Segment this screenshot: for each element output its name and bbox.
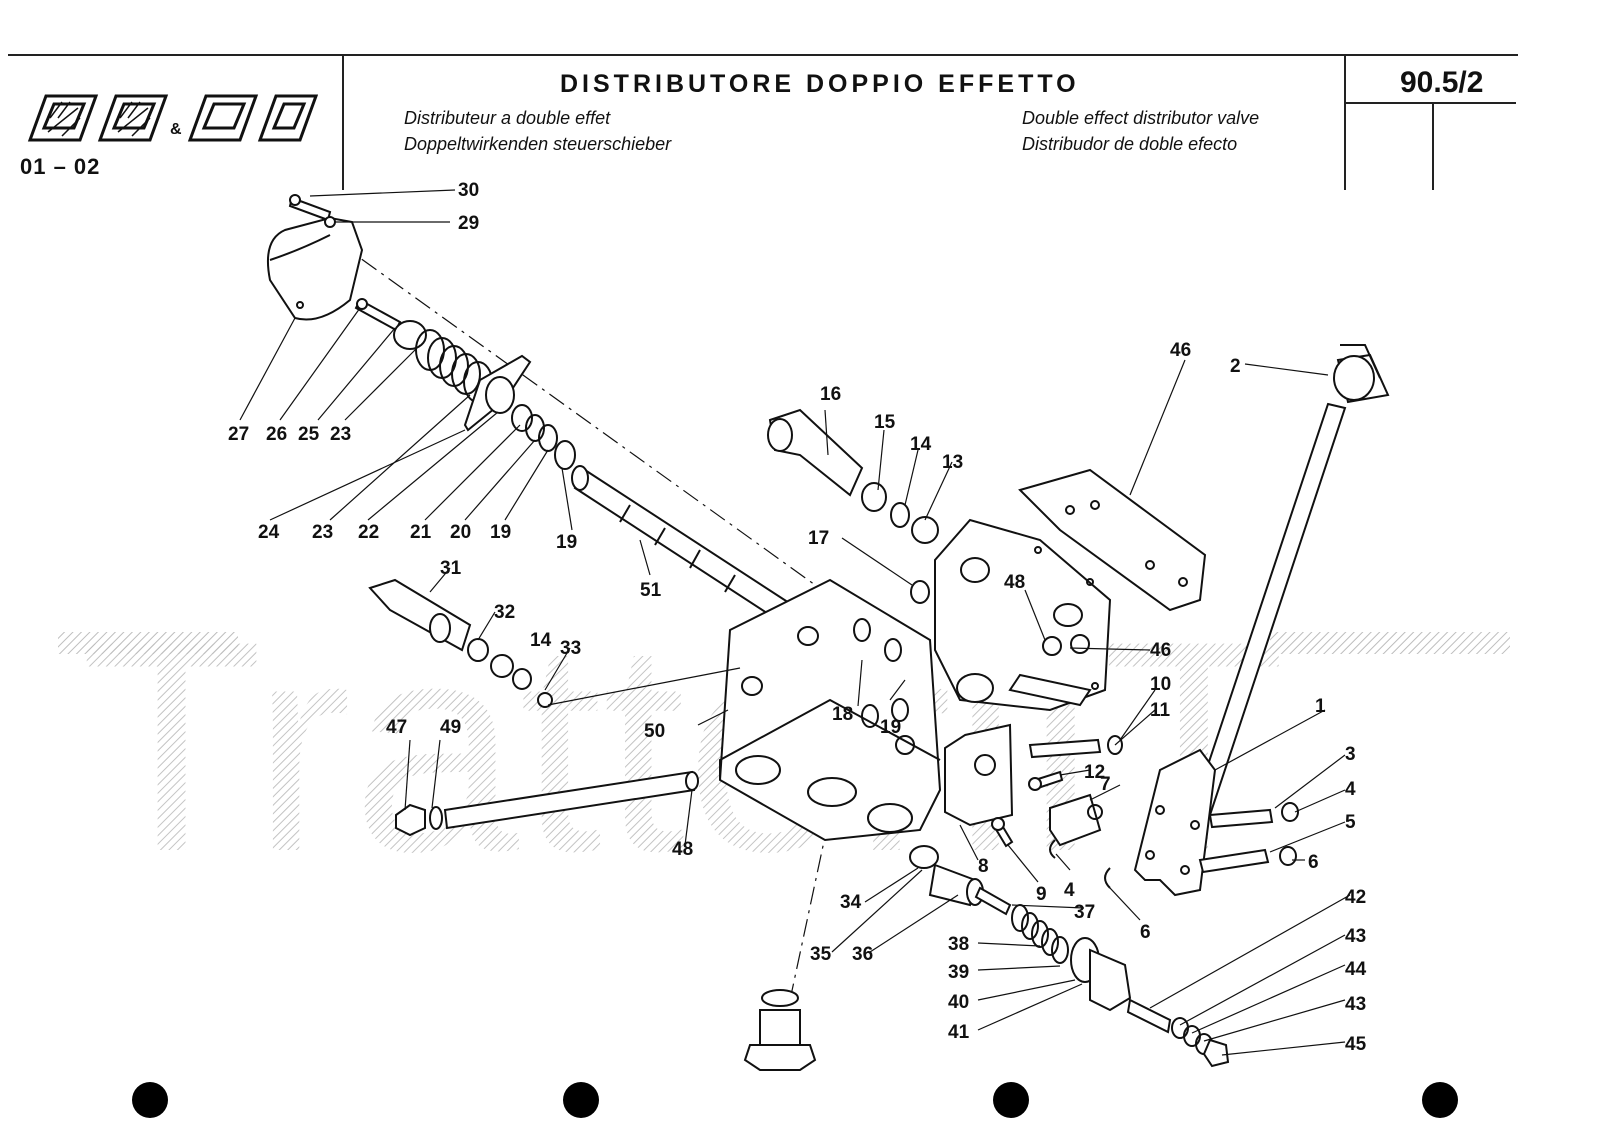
part-label: 48 <box>672 839 693 860</box>
part-label: 22 <box>358 522 379 543</box>
part-label: 49 <box>440 717 461 738</box>
part-label: 46 <box>1150 640 1171 661</box>
part-label: 21 <box>410 522 432 543</box>
part-label: 17 <box>808 528 829 549</box>
page-code: 90.5/2 <box>1400 66 1484 99</box>
part-label: 40 <box>948 992 969 1013</box>
part-label: 33 <box>560 638 581 659</box>
punch-hole <box>1422 1082 1458 1118</box>
subtitle-es: Distribudor de doble efecto <box>1022 134 1238 154</box>
part-label: 34 <box>840 892 862 913</box>
page-code-tick <box>1432 104 1434 190</box>
page-code-underline <box>1344 102 1516 104</box>
part-label: 4 <box>1064 880 1075 901</box>
part-label: 41 <box>948 1022 970 1043</box>
part-label: 44 <box>1345 959 1367 980</box>
part-label: 9 <box>1036 884 1047 905</box>
punch-hole <box>993 1082 1029 1118</box>
part-label: 13 <box>942 452 963 473</box>
part-label: 15 <box>874 412 896 433</box>
part-label: 42 <box>1345 887 1366 908</box>
part-label: 45 <box>1345 1034 1367 1055</box>
part-label: 25 <box>298 424 320 445</box>
part-label: 31 <box>440 558 462 579</box>
part-label: 5 <box>1345 812 1356 833</box>
part-label: 51 <box>640 580 662 601</box>
part-label: 37 <box>1074 902 1095 923</box>
part-label: 48 <box>1004 572 1025 593</box>
part-label: 2 <box>1230 356 1241 377</box>
part-label: 8 <box>978 856 989 877</box>
page-title: DISTRIBUTORE DOPPIO EFFETTO <box>560 70 1080 98</box>
part-label: 43 <box>1345 926 1366 947</box>
part-label: 23 <box>330 424 351 445</box>
subtitle-en: Double effect distributor valve <box>1022 108 1260 128</box>
punch-hole <box>563 1082 599 1118</box>
part-label: 32 <box>494 602 515 623</box>
part-label: 6 <box>1308 852 1319 873</box>
part-label: 1 <box>1315 696 1326 717</box>
part-label: 20 <box>450 522 471 543</box>
svg-text:&: & <box>170 121 182 138</box>
part-label: 7 <box>1100 774 1111 795</box>
part-label: 18 <box>832 704 853 725</box>
part-label: 19 <box>880 717 901 738</box>
part-label: 3 <box>1345 744 1356 765</box>
part-label: 36 <box>852 944 873 965</box>
part-label: 10 <box>1150 674 1171 695</box>
header-top-rule <box>8 54 1518 56</box>
punch-hole <box>132 1082 168 1118</box>
part-label: 19 <box>490 522 511 543</box>
part-label: 12 <box>1084 762 1105 783</box>
part-label: 23 <box>312 522 333 543</box>
part-label: 4 <box>1345 779 1356 800</box>
part-label: 39 <box>948 962 969 983</box>
part-label: 19 <box>556 532 577 553</box>
part-label: 16 <box>820 384 841 405</box>
part-label: 11 <box>1150 700 1171 721</box>
part-label: 27 <box>228 424 249 445</box>
brand-logo: & <box>27 94 318 142</box>
part-label: 6 <box>1140 922 1151 943</box>
part-label: 30 <box>458 180 479 201</box>
part-label: 38 <box>948 934 969 955</box>
part-label: 46 <box>1170 340 1191 361</box>
subtitle-fr: Distributeur a double effet <box>404 108 611 128</box>
part-label: 14 <box>530 630 552 651</box>
subtitle-de: Doppeltwirkenden steuerschieber <box>404 134 672 154</box>
part-label: 24 <box>258 522 280 543</box>
header-divider-right <box>1344 56 1346 190</box>
part-label: 43 <box>1345 994 1366 1015</box>
part-label: 26 <box>266 424 287 445</box>
model-code: 01 – 02 <box>20 154 101 179</box>
header-divider-left <box>342 56 344 190</box>
part-label: 50 <box>644 721 665 742</box>
part-label: 47 <box>386 717 407 738</box>
part-label: 35 <box>810 944 832 965</box>
part-label: 29 <box>458 213 479 234</box>
part-label: 14 <box>910 434 932 455</box>
